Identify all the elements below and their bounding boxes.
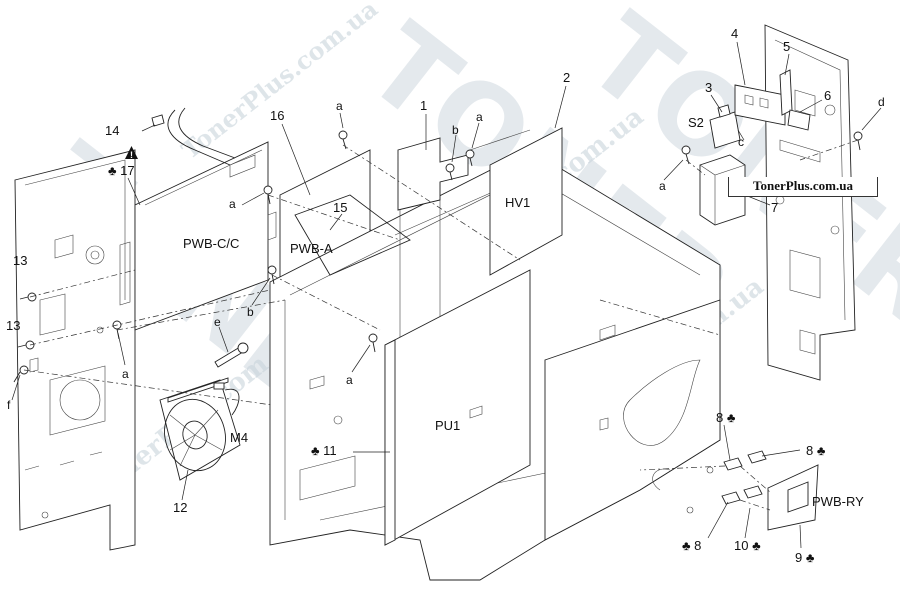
switch-s2 xyxy=(709,104,741,149)
callout-11: ♣ 11 xyxy=(311,443,337,458)
callout-8-right: 8 ♣ xyxy=(806,443,826,458)
callout-a-left: a xyxy=(229,197,236,211)
board-hv1 xyxy=(489,127,563,276)
callout-13-upper: 13 xyxy=(13,253,27,268)
rear-right-plate xyxy=(544,299,721,541)
callout-a-bracket: a xyxy=(476,110,483,124)
callout-6: 6 xyxy=(824,88,831,103)
interlock-block-7 xyxy=(699,154,746,226)
screws xyxy=(13,130,863,383)
screw-f xyxy=(13,365,29,383)
relay-board-pwb-ry xyxy=(767,464,819,531)
site-label-box: TonerPlus.com.ua xyxy=(728,177,878,197)
label-pwb-cc: PWB-C/C xyxy=(183,236,239,251)
callout-15: 15 xyxy=(333,200,347,215)
left-frame-plate xyxy=(14,149,136,551)
callout-d: d xyxy=(878,95,885,109)
screw-b-bracket xyxy=(445,163,455,181)
callout-3: 3 xyxy=(705,80,712,95)
callout-a-lower-left: a xyxy=(122,367,129,381)
callout-f: f xyxy=(7,398,11,412)
frame-piece-15 xyxy=(294,194,411,276)
power-unit-pu1 xyxy=(384,269,531,546)
callout-2: 2 xyxy=(563,70,570,85)
warning-triangle-icon: ! xyxy=(125,146,138,160)
leader-lines xyxy=(11,41,882,549)
label-pwb-a: PWB-A xyxy=(290,241,333,256)
label-pwb-ry: PWB-RY xyxy=(812,494,864,509)
callout-8-upper: 8 ♣ xyxy=(716,410,736,425)
callout-7: 7 xyxy=(771,200,778,215)
warning-mark: ! xyxy=(130,150,133,160)
callout-1: 1 xyxy=(420,98,427,113)
callout-a-pu1: a xyxy=(346,373,353,387)
flat-cable xyxy=(151,107,236,166)
callout-4: 4 xyxy=(731,26,738,41)
callout-13-lower: 13 xyxy=(6,318,20,333)
assembly-guide-lines xyxy=(23,139,859,511)
callout-a-right: a xyxy=(659,179,666,193)
cooling-fan-m4 xyxy=(159,377,241,481)
callout-8-lower: ♣ 8 xyxy=(682,538,701,553)
callout-12: 12 xyxy=(173,500,187,515)
screw-a-bracket xyxy=(465,149,475,167)
board-pwb-cc xyxy=(119,141,269,331)
screw-a-pu1 xyxy=(368,333,378,353)
callout-5: 5 xyxy=(783,39,790,54)
screw-13-upper xyxy=(19,292,37,302)
callout-17: ♣ 17 xyxy=(108,163,135,178)
callout-b-left: b xyxy=(247,305,254,319)
callout-c: c xyxy=(738,135,744,149)
callout-e: e xyxy=(214,315,221,329)
callout-9: 9 ♣ xyxy=(795,550,815,565)
screw-a-top xyxy=(338,130,348,150)
screw-a-left-board xyxy=(263,185,273,205)
screw-e xyxy=(214,342,249,368)
label-m4: M4 xyxy=(230,430,248,445)
screw-b-left xyxy=(267,265,277,285)
label-s2: S2 xyxy=(688,115,704,130)
right-frame-plate xyxy=(764,24,856,381)
label-pu1: PU1 xyxy=(435,418,460,433)
wire-clips xyxy=(721,450,767,505)
bracket-parts-4-5-6 xyxy=(734,69,811,131)
callout-b-bracket: b xyxy=(452,123,459,137)
callout-16: 16 xyxy=(270,108,284,123)
callout-labels: 1 2 3 4 5 6 7 8 ♣ 8 ♣ ♣ 8 9 ♣ 10 ♣ ♣ 11 … xyxy=(6,26,885,565)
label-hv1: HV1 xyxy=(505,195,530,210)
callout-14: 14 xyxy=(105,123,119,138)
callout-a-top: a xyxy=(336,99,343,113)
callout-10: 10 ♣ xyxy=(734,538,761,553)
watermark-site-4: TonerPlus.com.ua xyxy=(176,0,383,165)
